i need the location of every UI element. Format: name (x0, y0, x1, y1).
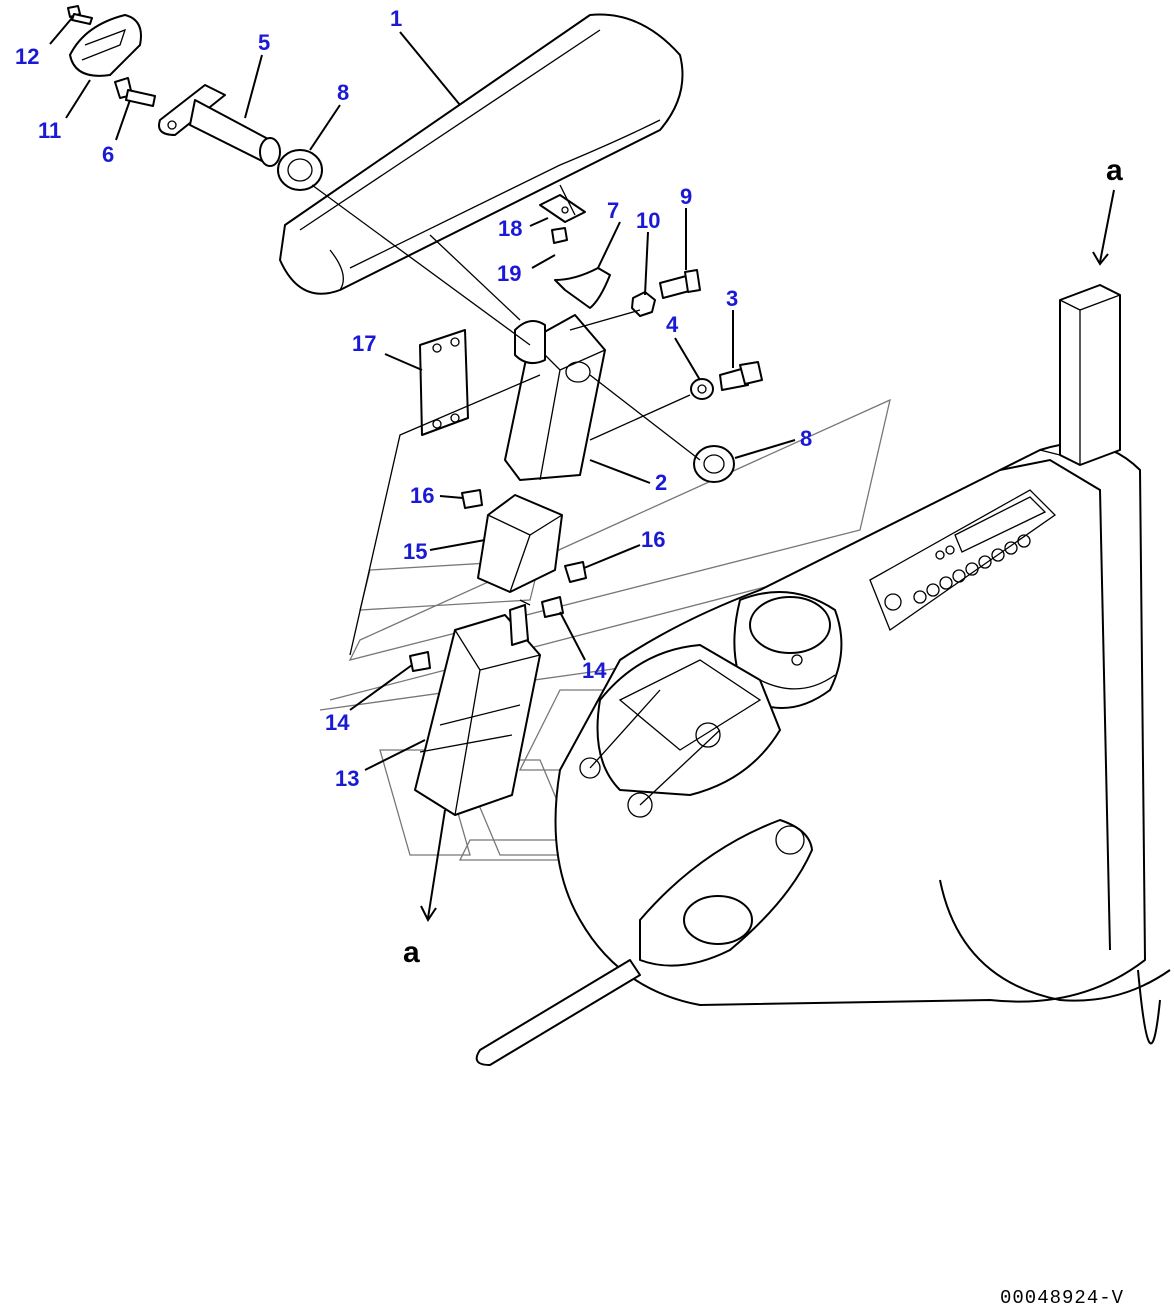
callout-12: 12 (15, 44, 39, 69)
callout-leaders (49, 17, 796, 771)
part-8-washer-mid (693, 445, 735, 483)
part-8-washer-top (277, 149, 323, 191)
part-10-nut (631, 291, 656, 317)
callout-numbers: 1 2 3 4 5 6 7 8 8 9 10 11 12 13 14 14 15… (15, 6, 812, 791)
callout-7: 7 (607, 198, 619, 223)
callout-8-top: 8 (337, 80, 349, 105)
part-12-bolt (67, 5, 93, 25)
part-1-armrest (279, 13, 684, 295)
console-switches (884, 534, 1031, 611)
part-17-plate (419, 329, 469, 436)
part-9-bolt (659, 269, 701, 299)
callout-11: 11 (38, 118, 61, 143)
callout-14-right: 14 (582, 658, 607, 683)
callout-19: 19 (497, 261, 521, 286)
console-assembly (475, 284, 1171, 1066)
part-15-cover (477, 494, 563, 593)
drawing-code: 00048924-V (1000, 1287, 1124, 1309)
callout-1: 1 (390, 6, 402, 31)
view-label-a-top: a (1106, 154, 1123, 187)
part-19-screw (551, 227, 568, 244)
part-16-bolt-lower (564, 561, 587, 583)
callout-6: 6 (102, 142, 114, 167)
view-label-a-bottom: a (403, 936, 420, 969)
part-4-washer (690, 378, 714, 400)
callout-10: 10 (636, 208, 660, 233)
part-18-plate (539, 194, 586, 223)
callout-17: 17 (352, 331, 376, 356)
part-7-clip (554, 267, 611, 309)
callout-15: 15 (403, 539, 427, 564)
view-arrows (420, 189, 1115, 922)
callout-9: 9 (680, 184, 692, 209)
callout-16-lower: 16 (641, 527, 665, 552)
callout-18: 18 (498, 216, 522, 241)
part-11-cover (69, 14, 142, 77)
callout-4: 4 (666, 312, 679, 337)
callout-14-left: 14 (325, 710, 350, 735)
part-14-bolt-right (541, 596, 564, 618)
joystick-pivot (733, 591, 843, 709)
callout-2: 2 (655, 470, 667, 495)
part-6-bolt (114, 77, 156, 107)
callout-13: 13 (335, 766, 359, 791)
part-3-bolt (719, 361, 763, 391)
callout-16-upper: 16 (410, 483, 434, 508)
callout-8-mid: 8 (800, 426, 812, 451)
part-5-pin (158, 84, 281, 167)
linkage (579, 644, 781, 818)
lower-pivot (639, 819, 813, 967)
callout-5: 5 (258, 30, 270, 55)
part-13-boot (414, 604, 541, 816)
part-2-bracket (504, 314, 606, 481)
callout-3: 3 (726, 286, 738, 311)
part-14-bolt-left (409, 651, 431, 672)
assembly-lines (311, 184, 701, 656)
part-16-bolt-upper (461, 489, 483, 509)
